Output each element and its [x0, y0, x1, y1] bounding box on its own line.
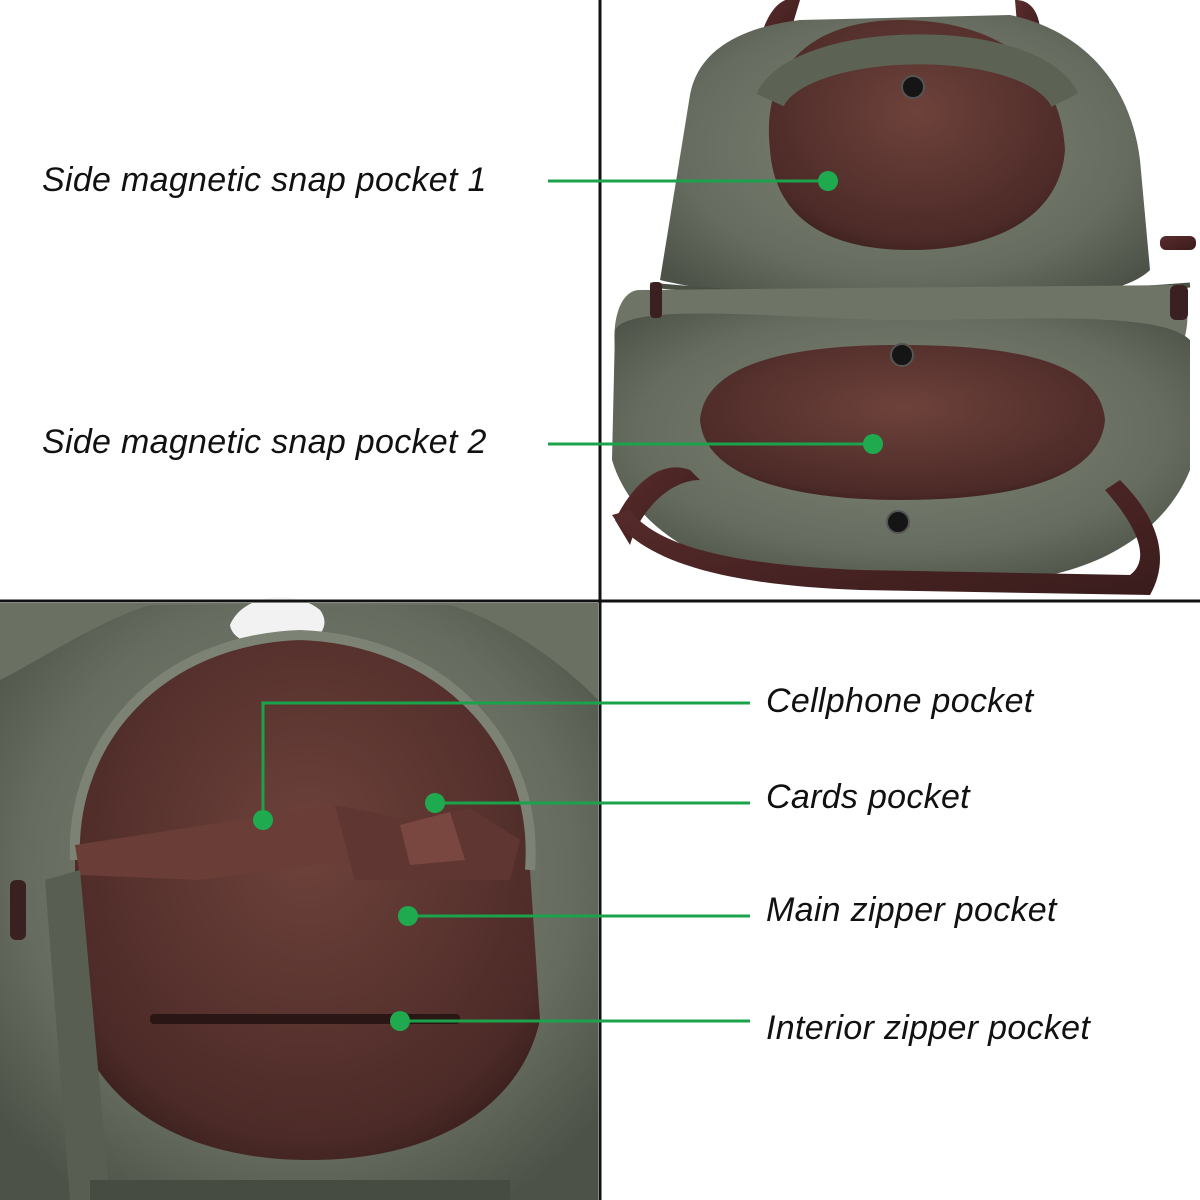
dot-side-pocket-1	[818, 171, 838, 191]
dot-cards-pocket	[425, 793, 445, 813]
interior-view-photo	[0, 597, 598, 1200]
dot-side-pocket-2	[863, 434, 883, 454]
top-view-photo	[612, 0, 1196, 595]
callout-cellphone-pocket: Cellphone pocket	[766, 682, 1034, 720]
callout-main-zipper-pocket: Main zipper pocket	[766, 891, 1057, 929]
callout-cards-pocket: Cards pocket	[766, 778, 970, 816]
dot-cellphone-pocket	[253, 810, 273, 830]
callout-side-pocket-2: Side magnetic snap pocket 2	[42, 423, 487, 461]
callout-interior-zipper-pocket: Interior zipper pocket	[766, 1009, 1091, 1047]
dot-main-zipper-pocket	[398, 906, 418, 926]
callout-lines	[261, 179, 873, 1023]
dot-interior-zipper-pocket	[390, 1011, 410, 1031]
leader-cellphone-pocket	[261, 701, 750, 820]
callout-side-pocket-1: Side magnetic snap pocket 1	[42, 161, 487, 199]
callout-dots	[253, 171, 883, 1031]
